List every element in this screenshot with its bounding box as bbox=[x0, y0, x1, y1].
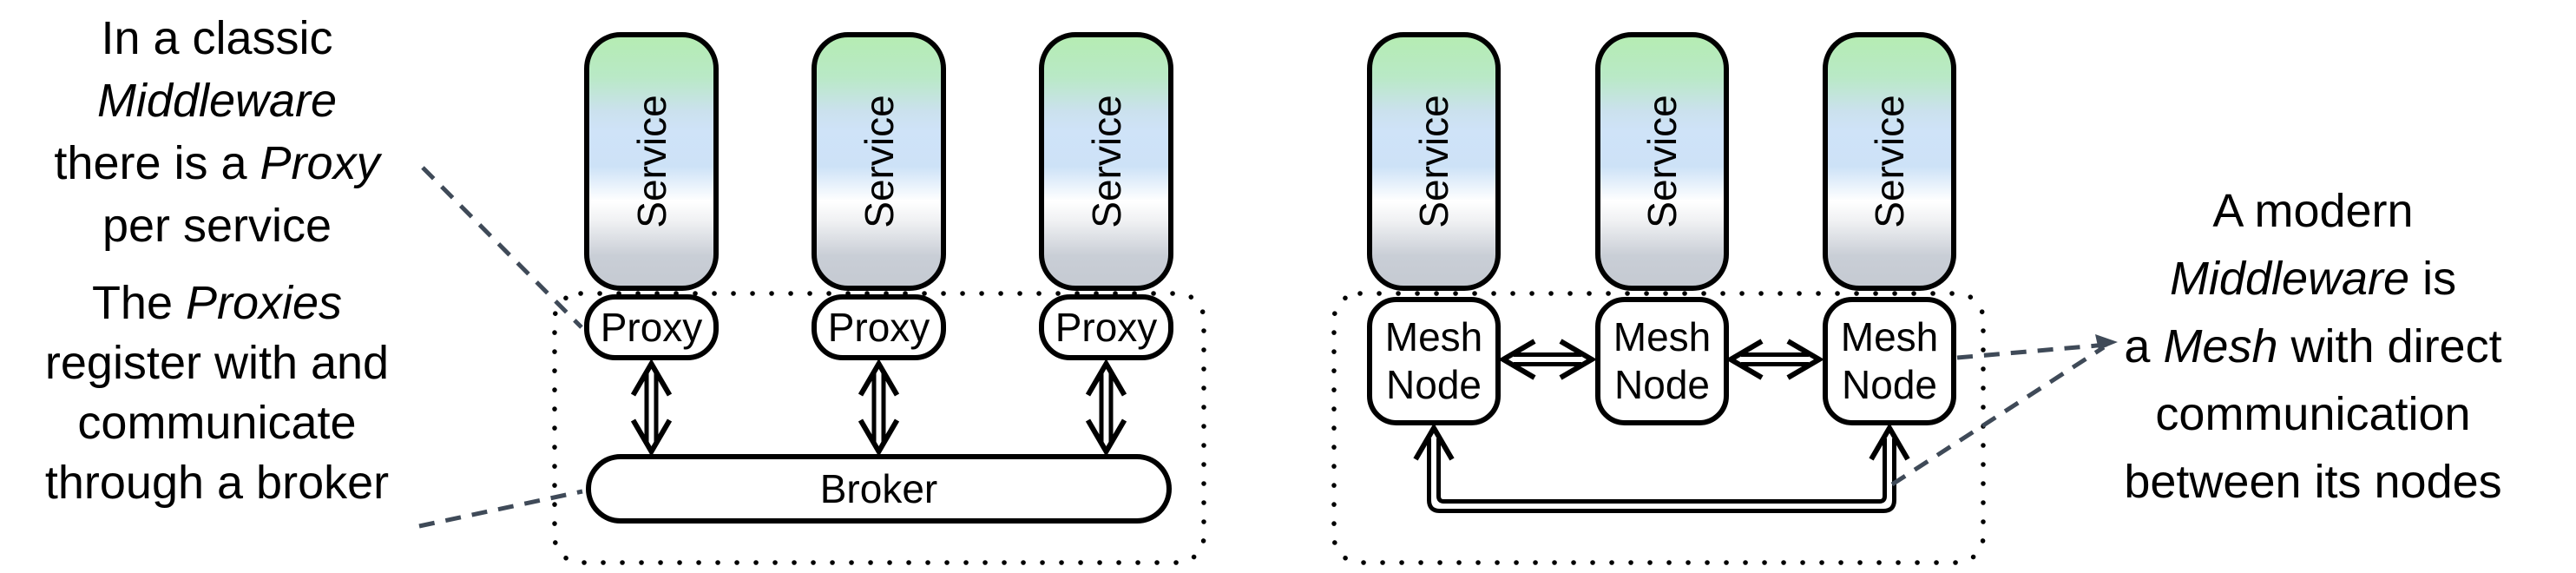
proxy-box-2: Proxy bbox=[812, 294, 946, 360]
note-text: through a broker bbox=[44, 457, 390, 509]
service-box-1: Service bbox=[584, 32, 719, 291]
proxy-broker-arrow-1 bbox=[630, 359, 673, 457]
arrow-up-chevron-icon bbox=[1413, 423, 1455, 461]
arrow-shaft-inner bbox=[1436, 438, 1887, 504]
note-line: Middleware is bbox=[2070, 245, 2556, 313]
mesh-node-label: Node bbox=[1614, 362, 1710, 407]
proxy-box-1: Proxy bbox=[584, 294, 719, 360]
mesh-node-label: Mesh bbox=[1613, 314, 1712, 359]
leader-line-direct-arrow-to-note bbox=[1890, 345, 2106, 487]
arrow-down-chevron-icon bbox=[858, 418, 900, 457]
proxy-label: Proxy bbox=[600, 305, 703, 350]
arrow-right-chevron-icon bbox=[1559, 339, 1597, 380]
note-text-italic: Middleware bbox=[96, 75, 338, 127]
note-text-italic: Proxy bbox=[260, 137, 380, 189]
note-line: register with and bbox=[0, 333, 451, 393]
arrow-up-chevron-icon bbox=[630, 359, 673, 397]
mesh-node-label: Mesh bbox=[1840, 314, 1939, 359]
arrow-down-chevron-icon bbox=[630, 418, 673, 457]
arrow-shaft-outer bbox=[1427, 438, 1896, 513]
proxy-broker-arrow-3 bbox=[1085, 359, 1127, 457]
mesh-node-box-3: Mesh Node bbox=[1823, 297, 1956, 425]
note-text: with direct bbox=[2277, 320, 2502, 372]
service-label: Service bbox=[1867, 95, 1912, 228]
note-line: between its nodes bbox=[2070, 448, 2556, 516]
note-text: there is a bbox=[54, 137, 260, 189]
service-label: Service bbox=[856, 95, 902, 228]
leader-line-broker-note bbox=[418, 489, 583, 529]
proxy-label: Proxy bbox=[1055, 305, 1158, 350]
mesh-link-arrow-1 bbox=[1498, 339, 1597, 380]
note-text: The bbox=[91, 277, 186, 329]
mesh-node-label: Node bbox=[1842, 362, 1937, 407]
service-box-4: Service bbox=[1367, 32, 1501, 291]
leader-arrowhead-icon bbox=[2095, 334, 2118, 350]
note-text: a bbox=[2124, 320, 2164, 372]
note-text-italic: Middleware bbox=[2169, 253, 2410, 305]
note-text: is bbox=[2409, 253, 2457, 305]
arrow-up-chevron-icon bbox=[1869, 423, 1910, 461]
arrow-left-chevron-icon bbox=[1498, 339, 1536, 380]
note-modern-mesh: A modern Middleware is a Mesh with direc… bbox=[2070, 177, 2556, 516]
mesh-node-label: Node bbox=[1386, 362, 1482, 407]
service-label: Service bbox=[1411, 95, 1456, 228]
proxy-box-3: Proxy bbox=[1039, 294, 1173, 360]
note-line: through a broker bbox=[0, 453, 451, 513]
arrow-right-chevron-icon bbox=[1786, 339, 1824, 380]
note-line: communication bbox=[2070, 380, 2556, 448]
note-line: there is a Proxy bbox=[0, 132, 451, 194]
note-text: In a classic bbox=[101, 12, 333, 64]
arrow-up-chevron-icon bbox=[1085, 359, 1127, 397]
mesh-group-dotted-border bbox=[1331, 291, 1986, 565]
service-box-5: Service bbox=[1595, 32, 1729, 291]
note-text: communication bbox=[2155, 388, 2471, 440]
mesh-node-box-2: Mesh Node bbox=[1595, 297, 1729, 425]
proxy-broker-arrow-2 bbox=[858, 359, 900, 457]
note-line: Middleware bbox=[0, 69, 451, 132]
leader-line-proxy-note bbox=[421, 166, 583, 329]
service-box-6: Service bbox=[1823, 32, 1956, 291]
note-line: In a classic bbox=[0, 7, 451, 69]
note-text: A modern bbox=[2212, 185, 2414, 237]
mesh-node-label: Mesh bbox=[1384, 314, 1483, 359]
mesh-link-arrow-2 bbox=[1725, 339, 1824, 380]
service-label: Service bbox=[628, 95, 674, 228]
note-text: register with and bbox=[44, 337, 390, 389]
note-line: a Mesh with direct bbox=[2070, 313, 2556, 380]
arrow-up-chevron-icon bbox=[858, 359, 900, 397]
note-classic-middleware: In a classic Middleware there is a Proxy… bbox=[0, 7, 451, 257]
broker-label: Broker bbox=[819, 466, 938, 511]
service-box-2: Service bbox=[812, 32, 946, 291]
note-line: The Proxies bbox=[0, 273, 451, 333]
note-line: A modern bbox=[2070, 177, 2556, 245]
service-box-3: Service bbox=[1039, 32, 1173, 291]
mesh-node-box-1: Mesh Node bbox=[1367, 297, 1501, 425]
service-label: Service bbox=[1083, 95, 1129, 228]
broker-group-dotted-border bbox=[552, 291, 1206, 565]
proxy-label: Proxy bbox=[827, 305, 930, 350]
note-line: per service bbox=[0, 194, 451, 257]
note-proxies-broker: The Proxies register with and communicat… bbox=[0, 273, 451, 513]
note-line: communicate bbox=[0, 393, 451, 453]
note-text: between its nodes bbox=[2124, 456, 2502, 508]
arrow-down-chevron-icon bbox=[1085, 418, 1127, 457]
note-text-italic: Mesh bbox=[2163, 320, 2278, 372]
note-text: communicate bbox=[77, 397, 357, 449]
mesh-direct-arrow bbox=[1413, 423, 1910, 513]
arrow-left-chevron-icon bbox=[1725, 339, 1764, 380]
service-label: Service bbox=[1640, 95, 1685, 228]
note-text-italic: Proxies bbox=[186, 277, 343, 329]
broker-box: Broker bbox=[586, 454, 1172, 524]
note-text: per service bbox=[102, 200, 332, 252]
